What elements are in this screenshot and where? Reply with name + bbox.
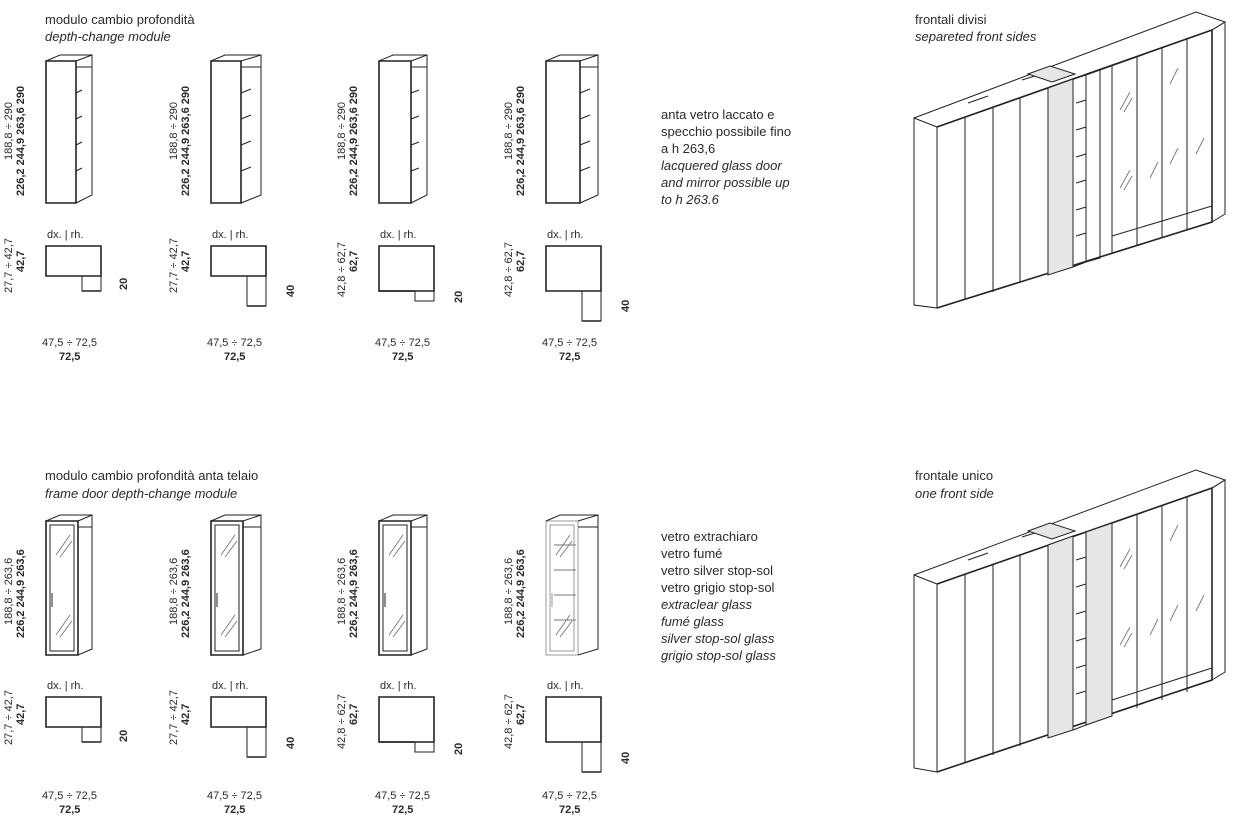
side-label: dx. | rh. (212, 229, 249, 241)
depth-step-label: 40 (285, 736, 297, 749)
note-line: silver stop-sol glass (661, 631, 775, 646)
note-line: extraclear glass (661, 597, 753, 612)
note-line: vetro grigio stop-sol (661, 580, 775, 595)
frame-door-elevation-drawing (45, 514, 93, 656)
depth-step-label: 40 (620, 751, 632, 764)
section1-note: anta vetro laccato e specchio possibile … (661, 106, 791, 208)
width-range-label: 47,5 ÷ 72,5 (542, 790, 597, 802)
height-values-label: 226,2 244,9 263,6 290 (180, 85, 192, 196)
depth-value-label: 42,7 (15, 703, 27, 725)
frame-door-elevation-drawing (545, 514, 599, 656)
side-label: dx. | rh. (380, 229, 417, 241)
note-line: to h 263.6 (661, 192, 719, 207)
note-line: fumé glass (661, 614, 724, 629)
depth-step-label: 40 (620, 299, 632, 312)
depth-step-label: 20 (118, 277, 130, 290)
width-range-label: 47,5 ÷ 72,5 (207, 337, 262, 349)
section1-title-en: depth-change module (45, 29, 171, 44)
width-range-label: 47,5 ÷ 72,5 (207, 790, 262, 802)
cabinet-plan-drawing (210, 696, 267, 758)
wardrobe-single-front-drawing (913, 469, 1227, 773)
depth-value-label: 42,7 (15, 250, 27, 272)
height-values-label: 226,2 244,9 263,6 290 (348, 85, 360, 196)
cabinet-plan-drawing (545, 245, 602, 322)
width-value-label: 72,5 (224, 804, 246, 816)
note-line: lacquered glass door (661, 158, 782, 173)
wardrobe-split-fronts-drawing (913, 11, 1227, 309)
height-values-label: 226,2 244,9 263,6 290 (515, 85, 527, 196)
section2-right-title-it: frontale unico (915, 468, 994, 483)
depth-step-label: 40 (285, 284, 297, 297)
cabinet-elevation-drawing (545, 54, 599, 204)
depth-value-label: 42,7 (180, 250, 192, 272)
side-label: dx. | rh. (547, 229, 584, 241)
width-range-label: 47,5 ÷ 72,5 (542, 337, 597, 349)
side-label: dx. | rh. (47, 229, 84, 241)
cabinet-elevation-drawing (378, 54, 428, 204)
depth-step-label: 20 (453, 290, 465, 303)
side-label: dx. | rh. (212, 680, 249, 692)
cabinet-plan-drawing (378, 696, 435, 753)
section1-right-title-it: frontali divisi (915, 12, 987, 27)
cabinet-plan-drawing (45, 245, 102, 292)
frame-door-elevation-drawing (210, 514, 262, 656)
cabinet-plan-drawing (45, 696, 102, 743)
depth-step-label: 20 (118, 729, 130, 742)
side-label: dx. | rh. (380, 680, 417, 692)
cabinet-elevation-drawing (210, 54, 262, 204)
cabinet-plan-drawing (210, 245, 267, 307)
note-line: grigio stop-sol glass (661, 648, 776, 663)
side-label: dx. | rh. (47, 680, 84, 692)
height-values-label: 226,2 244,9 263,6 (348, 549, 360, 638)
width-value-label: 72,5 (224, 351, 246, 363)
section2-note: vetro extrachiaro vetro fumé vetro silve… (661, 528, 776, 664)
cabinet-plan-drawing (545, 696, 602, 773)
cabinet-plan-drawing (378, 245, 435, 302)
height-values-label: 226,2 244,9 263,6 (515, 549, 527, 638)
width-range-label: 47,5 ÷ 72,5 (42, 790, 97, 802)
note-line: and mirror possible up (661, 175, 790, 190)
depth-value-label: 62,7 (515, 250, 527, 272)
note-line: vetro silver stop-sol (661, 563, 773, 578)
height-values-label: 226,2 244,9 263,6 (15, 549, 27, 638)
frame-door-elevation-drawing (378, 514, 428, 656)
section1-right-title-en: separeted front sides (915, 29, 1037, 44)
side-label: dx. | rh. (547, 680, 584, 692)
section2-title-it: modulo cambio profondità anta telaio (45, 468, 259, 483)
width-value-label: 72,5 (59, 351, 81, 363)
width-range-label: 47,5 ÷ 72,5 (375, 337, 430, 349)
note-line: vetro extrachiaro (661, 529, 758, 544)
depth-step-label: 20 (453, 742, 465, 755)
note-line: a h 263,6 (661, 141, 716, 156)
width-range-label: 47,5 ÷ 72,5 (42, 337, 97, 349)
note-line: anta vetro laccato e (661, 107, 775, 122)
width-value-label: 72,5 (392, 804, 414, 816)
height-values-label: 226,2 244,9 263,6 290 (15, 85, 27, 196)
note-line: vetro fumé (661, 546, 723, 561)
note-line: specchio possibile fino (661, 124, 792, 139)
cabinet-elevation-drawing (45, 54, 93, 204)
width-value-label: 72,5 (559, 804, 581, 816)
width-value-label: 72,5 (559, 351, 581, 363)
section1-title-it: modulo cambio profondità (45, 12, 195, 27)
width-value-label: 72,5 (59, 804, 81, 816)
width-range-label: 47,5 ÷ 72,5 (375, 790, 430, 802)
depth-value-label: 62,7 (348, 250, 360, 272)
section2-right-title-en: one front side (915, 486, 994, 501)
depth-value-label: 42,7 (180, 703, 192, 725)
depth-value-label: 62,7 (515, 703, 527, 725)
depth-value-label: 62,7 (348, 703, 360, 725)
width-value-label: 72,5 (392, 351, 414, 363)
section2-title-en: frame door depth-change module (45, 486, 238, 501)
height-values-label: 226,2 244,9 263,6 (180, 549, 192, 638)
